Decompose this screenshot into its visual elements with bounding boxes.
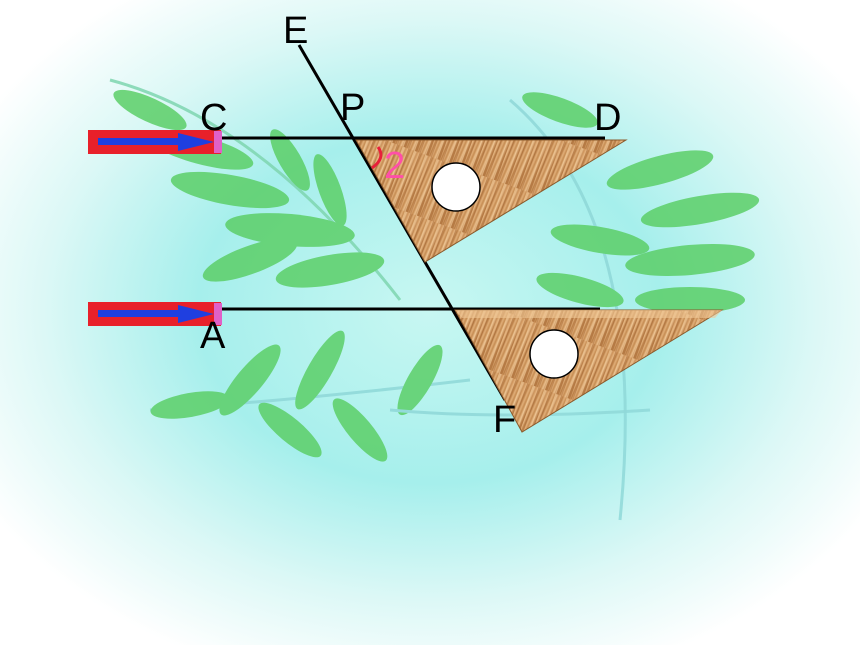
set-square-icon — [355, 139, 628, 263]
angle-label: 2 — [384, 145, 405, 187]
point-label-d: D — [594, 97, 621, 139]
point-label-a: A — [200, 315, 226, 357]
point-label-p: P — [340, 87, 365, 129]
set-square-hole — [529, 329, 579, 379]
right-arrow-icon — [88, 130, 222, 154]
angle-arc-mark — [371, 146, 383, 170]
set-square-hole — [431, 162, 481, 212]
set-square-icon — [454, 309, 724, 433]
fern-leaf-decoration-bottom — [149, 330, 651, 462]
point-label-f: F — [493, 399, 516, 441]
right-arrow-icon — [88, 302, 222, 326]
transversal-ef — [297, 44, 507, 401]
fern-leaf-decoration-right — [509, 92, 760, 521]
point-label-c: C — [200, 97, 227, 139]
point-label-e: E — [283, 10, 308, 52]
